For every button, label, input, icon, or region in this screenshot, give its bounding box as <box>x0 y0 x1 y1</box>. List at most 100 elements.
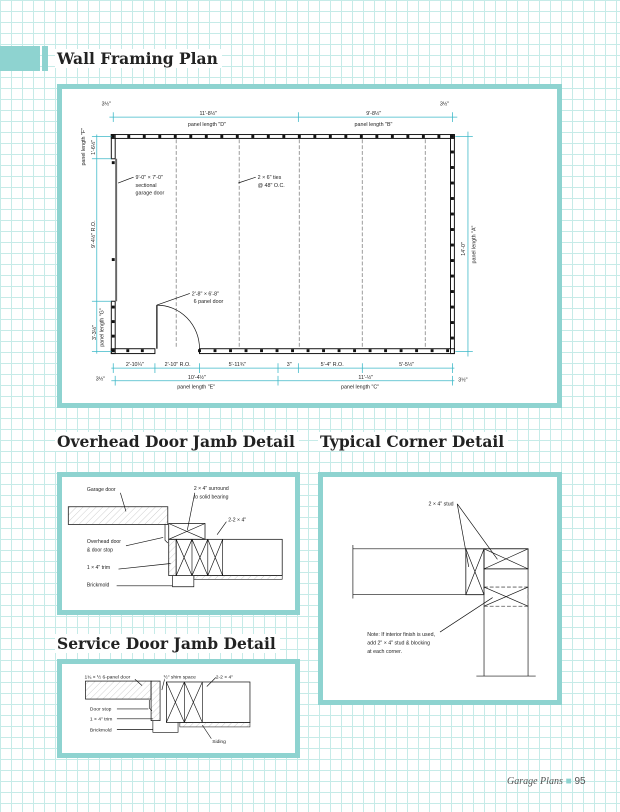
dim-f: 1'-6½" <box>90 140 97 155</box>
label-g: panel length "G" <box>100 308 106 347</box>
stud <box>450 212 454 216</box>
left-wall-upper <box>110 134 116 160</box>
stud <box>446 349 450 353</box>
dim-offset: 3½" <box>440 100 449 107</box>
dim-seg: 2'-10¼" <box>126 362 144 368</box>
stud <box>244 349 248 353</box>
stud <box>450 305 454 309</box>
note-garage-door: sectional <box>136 183 157 189</box>
stud <box>111 161 115 165</box>
label-d: panel length "D" <box>188 122 226 128</box>
label: Brickmold <box>87 583 110 589</box>
label: 1 × 4" trim <box>87 565 110 571</box>
corner-note: add 2" × 4" stud & blocking <box>367 640 430 646</box>
stud <box>450 166 454 169</box>
overhead-door-jamb-panel: Garage door 2 × 4" surround to solid bea… <box>57 472 300 615</box>
stud <box>450 243 454 247</box>
stud <box>450 150 454 154</box>
dim-d: 11'-8½" <box>200 110 218 117</box>
stud <box>126 349 130 353</box>
stud <box>450 197 454 200</box>
stud <box>127 135 131 138</box>
wall-section <box>166 681 251 723</box>
label: Garage door <box>87 487 116 493</box>
end-wall <box>476 568 536 677</box>
wall-framing-plan-drawing: 3½" 3½" 11'-8½" panel length "D" 9'-8½" … <box>81 100 478 390</box>
left-wall-lower <box>110 300 116 355</box>
service-door-jamb-panel: 1¾ × ½ 6-panel door ½" shim space 2-2 × … <box>57 659 300 758</box>
page-number: 95 <box>574 776 586 787</box>
jamb <box>150 680 161 721</box>
wall-framing-title: Wall Framing Plan <box>55 49 222 68</box>
label-a: panel length "A" <box>472 225 478 263</box>
label: 2-2 × 4" <box>228 518 246 524</box>
stud <box>399 349 403 353</box>
stud <box>111 349 115 353</box>
label: & door stop <box>87 547 113 553</box>
stud <box>450 135 454 138</box>
typical-corner-drawing: 2 × 4" stud Note: If interior finish is … <box>352 502 536 677</box>
dim-seg: 2'-10" R.O. <box>165 362 191 368</box>
stud <box>220 135 224 138</box>
bottom-wall-left <box>110 348 156 355</box>
overhead-door-title: Overhead Door Jamb Detail <box>55 432 299 451</box>
stud <box>450 181 454 185</box>
stud <box>229 349 232 353</box>
header-accent-stripe <box>42 46 48 71</box>
stud <box>368 349 372 353</box>
dim-b: 9'-8½" <box>366 110 381 117</box>
dim-seg: 5'-11¾" <box>229 362 247 368</box>
stud <box>111 320 115 324</box>
service-door-title: Service Door Jamb Detail <box>55 634 280 653</box>
stud <box>251 135 255 138</box>
stud <box>111 305 115 309</box>
corner-detail-title: Typical Corner Detail <box>318 432 509 451</box>
stud <box>213 349 217 353</box>
dim-offset: 3½" <box>102 100 111 107</box>
corner-top-stud <box>483 548 529 570</box>
stud <box>111 334 115 338</box>
stud <box>142 135 146 138</box>
trim <box>168 538 177 576</box>
stud <box>140 349 144 353</box>
label-e: panel length "E" <box>177 384 215 390</box>
dim-seg: 5'-5½" <box>399 361 414 368</box>
stud <box>450 321 454 325</box>
label: Siding <box>212 739 226 745</box>
dim-g: 3'-3½" <box>91 325 98 340</box>
note-garage-door: 9'-0" × 7'-0" <box>136 175 163 181</box>
brickmold <box>152 720 179 733</box>
label: 1 × 4" trim <box>90 717 112 723</box>
stud <box>430 349 434 353</box>
service-door-jamb-drawing: 1¾ × ½ 6-panel door ½" shim space 2-2 × … <box>85 673 251 745</box>
siding <box>179 722 251 728</box>
label: Brickmold <box>90 727 112 733</box>
walls <box>110 134 455 355</box>
stud <box>344 135 348 138</box>
stud <box>450 274 454 278</box>
stud <box>337 349 341 353</box>
dim-seg: 5'-4" R.O. <box>321 362 344 368</box>
stud <box>450 228 454 231</box>
door-stop <box>148 699 153 711</box>
stud <box>328 135 332 138</box>
brickmold <box>172 575 195 588</box>
overhead-door-jamb-drawing: Garage door 2 × 4" surround to solid bea… <box>67 486 283 589</box>
dim-seg: 3" <box>287 362 292 368</box>
label: 1¾ × ½ 6-panel door <box>85 673 131 680</box>
stud <box>235 135 239 138</box>
stud <box>450 336 454 340</box>
note-ties: 2 × 6" ties <box>258 175 282 181</box>
stud <box>375 135 379 138</box>
note-ties: @ 48" O.C. <box>258 183 285 189</box>
blocking-dashed <box>483 586 529 607</box>
label-c: panel length "C" <box>341 384 379 390</box>
typical-corner-panel: 2 × 4" stud Note: If interior finish is … <box>318 472 562 705</box>
label-f: panel length "F" <box>81 128 87 166</box>
dim-e: 10'-4½" <box>188 374 206 381</box>
dim-a: 14'-0" <box>461 242 467 256</box>
dim-offset: 3½" <box>96 376 105 383</box>
note-garage-door: garage door <box>136 191 165 197</box>
dim-offset: 3½" <box>458 377 467 384</box>
garage-door-section <box>67 506 169 525</box>
